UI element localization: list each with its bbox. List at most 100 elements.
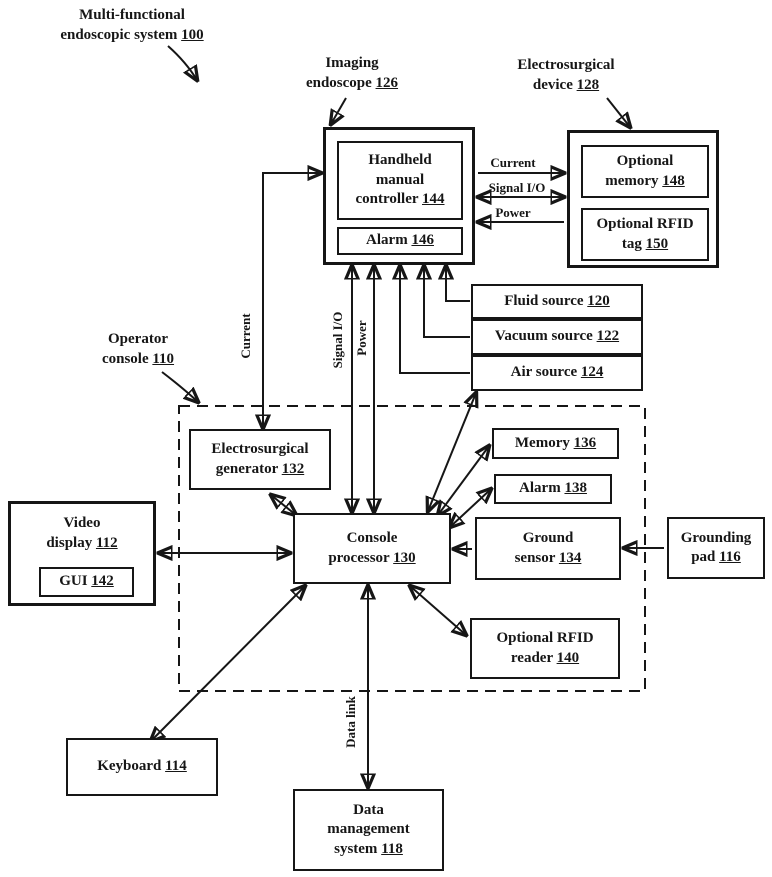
ref-number: 134: [558, 549, 582, 566]
ref-number: 146: [411, 232, 434, 249]
ref-number: 132: [281, 460, 305, 477]
label-text: Optional RFID tag: [596, 216, 694, 252]
callout-text: Electrosurgical device: [517, 57, 615, 93]
node-video-display-label: Video display 112: [43, 514, 121, 553]
ref-number: 140: [556, 649, 580, 666]
ref-number: 136: [573, 434, 597, 451]
pointer-operator-console-arrow: [161, 371, 198, 402]
node-label: Memory 136: [515, 434, 596, 454]
ref-number: 124: [580, 364, 604, 381]
node-fluid-source: Fluid source 120: [471, 284, 643, 319]
callout-electrosurgical-device: Electrosurgical device 128: [510, 56, 622, 95]
wire-keyboard-console: [151, 586, 305, 741]
node-label: Ground sensor 134: [502, 529, 594, 568]
node-vacuum-source: Vacuum source 122: [471, 319, 643, 355]
node-label: Alarm 146: [366, 231, 434, 251]
ref-number: 138: [564, 480, 587, 497]
node-gui: GUI 142: [39, 567, 134, 597]
wire-current-vertical: [263, 173, 321, 428]
label-text: Fluid source: [504, 292, 584, 309]
node-label: Console processor 130: [320, 529, 424, 568]
node-keyboard: Keyboard 114: [66, 738, 218, 796]
node-label: Alarm 138: [519, 479, 587, 499]
node-grounding-pad: Grounding pad 116: [667, 517, 765, 579]
node-label: Optional memory 148: [602, 152, 688, 191]
node-alarm-138: Alarm 138: [494, 474, 612, 504]
callout-text: Imaging endoscope: [305, 55, 379, 91]
node-console-processor: Console processor 130: [293, 513, 451, 584]
ref-number: 150: [645, 235, 669, 252]
wire-vacuum-source: [424, 266, 470, 338]
node-memory-136: Memory 136: [492, 428, 619, 459]
wire-label-current-vertical: Current: [238, 313, 253, 359]
label-text: Data management system: [327, 801, 410, 857]
label-text: Vacuum source: [494, 328, 593, 345]
node-label: Electrosurgical generator 132: [200, 440, 320, 479]
node-optional-memory: Optional memory 148: [581, 145, 709, 198]
ref-number: 114: [165, 758, 187, 775]
node-label: Optional RFID reader 140: [485, 629, 605, 668]
wire-generator-console: [271, 495, 296, 515]
callout-ref: 110: [152, 350, 175, 367]
label-text: Keyboard: [97, 758, 162, 775]
wire-label-power-horizontal: Power: [495, 205, 531, 220]
node-alarm-146: Alarm 146: [337, 227, 463, 255]
diagram-title: Multi-functional endoscopic system 100: [57, 6, 207, 45]
wire-label-signal-io-vertical: Signal I/O: [330, 312, 345, 369]
label-text: Video display: [46, 515, 101, 551]
callout-imaging-endoscope: Imaging endoscope 126: [297, 54, 407, 93]
callout-ref: 128: [576, 76, 600, 93]
ref-number: 122: [596, 328, 620, 345]
ref-number: 130: [393, 549, 416, 566]
node-optional-rfid-tag: Optional RFID tag 150: [581, 208, 709, 261]
label-text: Air source: [510, 364, 578, 381]
pointer-electrosurgical-device-arrow: [606, 97, 630, 127]
node-label: Fluid source 120: [504, 292, 610, 312]
node-air-source: Air source 124: [471, 355, 643, 391]
callout-operator-console: Operator console 110: [92, 330, 184, 369]
label-text: Memory: [514, 434, 570, 451]
label-text: Optional memory: [605, 153, 674, 189]
node-label: Handheld manual controller 144: [352, 151, 448, 210]
label-text: Alarm: [519, 480, 561, 497]
wire-label-data-link: Data link: [343, 695, 358, 747]
ref-number: 116: [719, 549, 741, 565]
node-electrosurgical-generator: Electrosurgical generator 132: [189, 429, 331, 490]
ref-number: 112: [95, 534, 118, 551]
title-ref: 100: [181, 26, 204, 43]
label-text: GUI: [59, 573, 88, 590]
node-label: Grounding pad 116: [674, 529, 758, 568]
group-electrosurgical-device: Optional memory 148 Optional RFID tag 15…: [567, 130, 719, 268]
pointer-title-arrow: [167, 45, 197, 80]
ref-number: 118: [381, 840, 403, 857]
wire-rfid-reader-console: [410, 586, 466, 635]
node-optional-rfid-reader: Optional RFID reader 140: [470, 618, 620, 679]
ref-number: 148: [662, 172, 685, 189]
node-label: Data management system 118: [317, 801, 421, 860]
callout-text: Operator console: [101, 331, 168, 367]
title-text: Multi-functional endoscopic system: [60, 7, 185, 43]
node-ground-sensor: Ground sensor 134: [475, 517, 621, 580]
node-handheld-manual-controller: Handheld manual controller 144: [337, 141, 463, 220]
wire-label-power-vertical: Power: [354, 320, 369, 356]
label-text: Console processor: [328, 530, 398, 566]
node-label: Optional RFID tag 150: [590, 215, 700, 254]
node-label: Keyboard 114: [97, 757, 187, 777]
wire-console-sources: [428, 393, 476, 511]
ref-number: 144: [422, 191, 445, 208]
label-text: Handheld manual controller: [355, 152, 432, 208]
pointer-imaging-endoscope-arrow: [331, 97, 347, 124]
node-label: Air source 124: [511, 363, 604, 383]
wire-air-source: [400, 266, 470, 374]
node-label: GUI 142: [59, 572, 114, 592]
ref-number: 120: [587, 292, 610, 309]
wire-fluid-source: [446, 266, 470, 302]
wire-label-signal-io-horizontal: Signal I/O: [488, 180, 546, 195]
wire-label-current-horizontal: Current: [490, 155, 536, 170]
wire-console-memory: [438, 446, 489, 515]
callout-ref: 126: [375, 74, 399, 91]
label-text: Grounding pad: [680, 529, 752, 566]
group-video-display: Video display 112 GUI 142: [8, 501, 156, 606]
label-text: Alarm: [366, 232, 408, 249]
